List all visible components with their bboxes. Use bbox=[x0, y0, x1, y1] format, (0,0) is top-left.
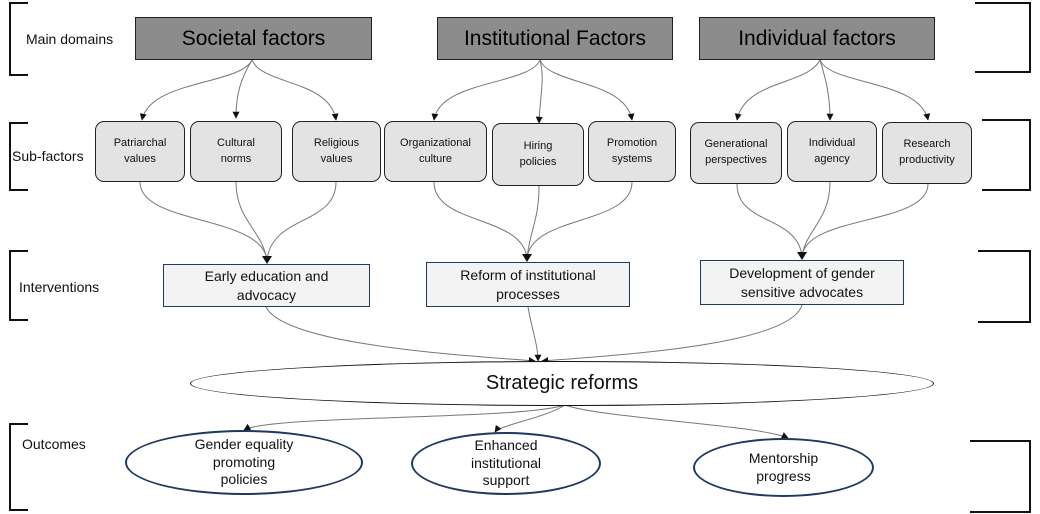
curve-agency-advocates bbox=[801, 181, 831, 257]
arrowhead-reform bbox=[522, 254, 532, 262]
arrow-individual-agency bbox=[819, 59, 834, 121]
arrowhead-education bbox=[262, 256, 272, 264]
subfactor-promotion-systems: Promotion systems bbox=[588, 121, 676, 182]
intervention-institutional-reform: Reform of institutional processes bbox=[426, 262, 630, 307]
domain-institutional: Institutional Factors bbox=[437, 17, 673, 60]
subfactor-cultural-norms: Cultural norms bbox=[190, 121, 282, 182]
arrow-societal-cultural bbox=[232, 59, 253, 119]
arrow-individual-generational bbox=[734, 59, 821, 121]
bracket-main-domains-left bbox=[9, 2, 28, 76]
outcome-gender-equality-policies: Gender equality promoting policies bbox=[125, 430, 363, 495]
arrow-strategic-support bbox=[494, 404, 566, 433]
row-label-outcomes: Outcomes bbox=[22, 436, 86, 452]
domain-individual: Individual factors bbox=[699, 17, 935, 60]
arrowhead-advocates bbox=[797, 252, 807, 260]
intervention-gender-advocates: Development of gender sensitive advocate… bbox=[700, 260, 904, 305]
subfactor-research-productivity: Research productivity bbox=[882, 122, 972, 184]
outcome-institutional-support: Enhanced institutional support bbox=[411, 432, 601, 495]
arrow-institutional-organizational bbox=[431, 59, 541, 121]
intervention-early-education: Early education and advocacy bbox=[163, 264, 370, 307]
domain-societal: Societal factors bbox=[135, 17, 372, 60]
bracket-outcomes-right bbox=[970, 440, 1031, 513]
arrow-institutional-promotion bbox=[539, 59, 635, 121]
arrow-individual-research bbox=[819, 59, 931, 121]
row-label-main-domains: Main domains bbox=[26, 31, 114, 47]
subfactor-religious-values: Religious values bbox=[292, 121, 381, 182]
curve-promotion-reform bbox=[526, 181, 633, 259]
bracket-sub-factors-right bbox=[982, 119, 1031, 191]
subfactor-organizational-culture: Organizational culture bbox=[384, 121, 487, 182]
bracket-main-domains-right bbox=[975, 2, 1031, 73]
curve-hiring-reform bbox=[526, 185, 540, 259]
curve-organizational-reform bbox=[433, 181, 528, 259]
arrow-reform-strategic bbox=[527, 306, 542, 362]
outcome-mentorship-progress: Mentorship progress bbox=[693, 438, 874, 497]
arrow-advocates-strategic bbox=[541, 304, 803, 365]
curve-religious-education bbox=[266, 181, 337, 261]
row-label-sub-factors: Sub-factors bbox=[12, 148, 84, 164]
row-label-interventions: Interventions bbox=[19, 279, 100, 295]
arrow-strategic-policies bbox=[243, 404, 566, 431]
subfactor-generational-perspectives: Generational perspectives bbox=[690, 122, 782, 184]
arrow-strategic-mentorship bbox=[564, 404, 789, 439]
curve-patriarchal-education bbox=[139, 181, 268, 261]
bracket-interventions-right bbox=[978, 250, 1031, 323]
subfactor-individual-agency: Individual agency bbox=[787, 121, 877, 182]
bracket-outcomes-left bbox=[9, 423, 28, 511]
arrow-societal-patriarchal bbox=[139, 59, 253, 121]
bracket-interventions-left bbox=[9, 250, 28, 321]
subfactor-hiring-policies: Hiring policies bbox=[492, 123, 584, 186]
strategic-reforms: Strategic reforms bbox=[190, 361, 934, 406]
subfactor-patriarchal-values: Patriarchal values bbox=[95, 121, 185, 182]
curve-research-advocates bbox=[801, 183, 929, 257]
curve-generational-advocates bbox=[736, 183, 803, 257]
curve-cultural-education bbox=[235, 181, 268, 261]
arrow-societal-religious bbox=[251, 59, 339, 121]
bracket-sub-factors-left bbox=[9, 122, 28, 191]
arrow-education-strategic bbox=[265, 306, 536, 364]
arrow-institutional-hiring bbox=[535, 59, 543, 124]
